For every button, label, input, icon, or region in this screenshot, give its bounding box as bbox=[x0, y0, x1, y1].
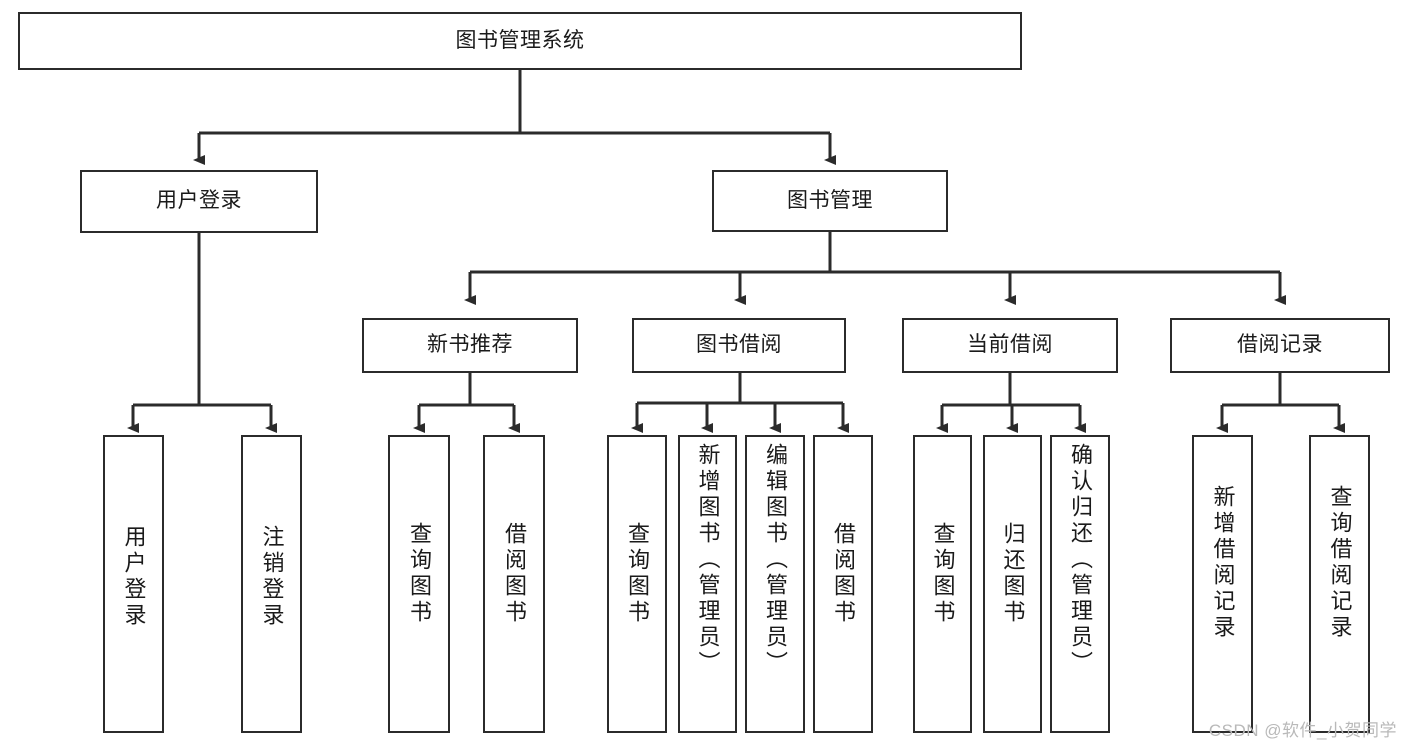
node-label: 新增借阅记录 bbox=[1210, 485, 1236, 641]
node-book-management[interactable]: 图书管理 bbox=[712, 170, 948, 232]
leaf-current-borrow-confirm-return-admin[interactable]: 确认归还（管理员） bbox=[1050, 435, 1110, 733]
node-label: 新增图书（管理员） bbox=[695, 443, 721, 677]
leaf-new-book-borrow-book[interactable]: 借阅图书 bbox=[483, 435, 545, 733]
node-label: 归还图书 bbox=[1000, 522, 1026, 626]
node-label: 查询图书 bbox=[930, 522, 956, 626]
node-label: 图书管理 bbox=[787, 188, 873, 212]
node-current-borrow[interactable]: 当前借阅 bbox=[902, 318, 1118, 373]
node-label: 借阅图书 bbox=[831, 522, 856, 626]
leaf-user-login-login[interactable]: 用户登录 bbox=[103, 435, 164, 733]
node-label: 编辑图书（管理员） bbox=[763, 443, 788, 677]
node-root-book-management-system[interactable]: 图书管理系统 bbox=[18, 12, 1022, 70]
csdn-watermark: CSDN @软件_小贺同学 bbox=[1208, 721, 1397, 740]
node-book-borrow[interactable]: 图书借阅 bbox=[632, 318, 846, 373]
node-label: 借阅记录 bbox=[1237, 333, 1323, 357]
leaf-user-login-logout[interactable]: 注销登录 bbox=[241, 435, 302, 733]
node-label: 当前借阅 bbox=[967, 333, 1053, 357]
leaf-current-borrow-query-book[interactable]: 查询图书 bbox=[913, 435, 972, 733]
leaf-borrow-record-query-record[interactable]: 查询借阅记录 bbox=[1309, 435, 1370, 733]
node-label: 查询借阅记录 bbox=[1327, 485, 1353, 641]
leaf-book-borrow-edit-book-admin[interactable]: 编辑图书（管理员） bbox=[745, 435, 805, 733]
node-borrow-record[interactable]: 借阅记录 bbox=[1170, 318, 1390, 373]
leaf-book-borrow-borrow-book[interactable]: 借阅图书 bbox=[813, 435, 873, 733]
leaf-current-borrow-return-book[interactable]: 归还图书 bbox=[983, 435, 1042, 733]
node-user-login[interactable]: 用户登录 bbox=[80, 170, 318, 233]
node-label: 用户登录 bbox=[156, 189, 242, 213]
leaf-borrow-record-add-record[interactable]: 新增借阅记录 bbox=[1192, 435, 1253, 733]
node-label: 查询图书 bbox=[625, 522, 650, 626]
node-label: 确认归还（管理员） bbox=[1068, 443, 1093, 677]
node-label: 图书借阅 bbox=[696, 333, 782, 357]
node-label: 新书推荐 bbox=[427, 333, 513, 357]
leaf-book-borrow-query-book[interactable]: 查询图书 bbox=[607, 435, 667, 733]
node-label: 借阅图书 bbox=[502, 522, 527, 626]
leaf-new-book-query-book[interactable]: 查询图书 bbox=[388, 435, 450, 733]
leaf-book-borrow-add-book-admin[interactable]: 新增图书（管理员） bbox=[678, 435, 737, 733]
node-label: 图书管理系统 bbox=[455, 28, 585, 52]
node-label: 用户登录 bbox=[121, 525, 147, 629]
node-label: 注销登录 bbox=[259, 525, 285, 629]
node-new-book-recommend[interactable]: 新书推荐 bbox=[362, 318, 578, 373]
node-label: 查询图书 bbox=[407, 522, 432, 626]
